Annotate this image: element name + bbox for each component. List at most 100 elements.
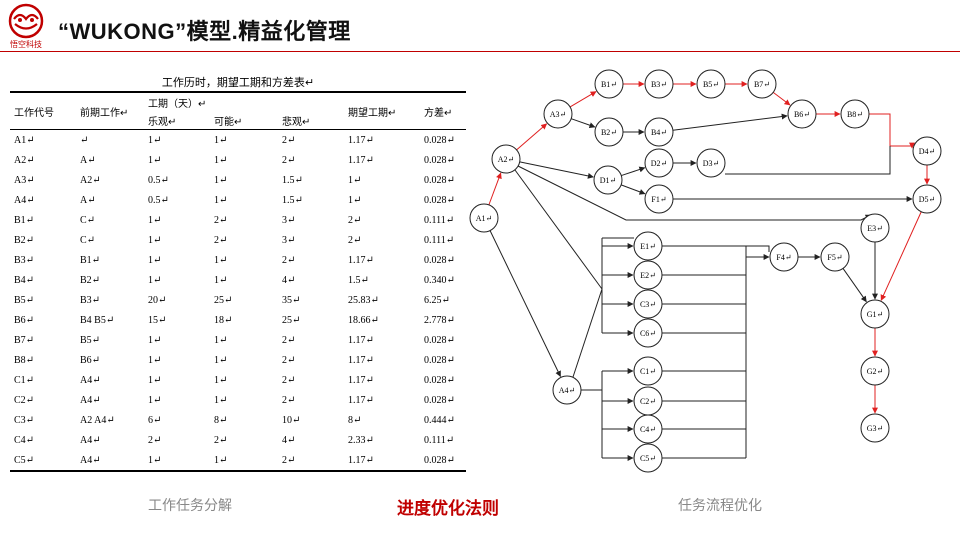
table-cell: 0.028↵ (424, 394, 455, 406)
node-label: B2↵ (601, 128, 617, 137)
node-f5: F5↵ (820, 242, 850, 272)
table-cell: 1↵ (214, 254, 228, 266)
table-cell: B5↵ (80, 334, 101, 346)
node-circle (552, 375, 582, 405)
table-cell: 1↵ (148, 154, 162, 166)
table-cell: 2↵ (282, 354, 296, 366)
table-cell: 20↵ (148, 294, 167, 306)
page-title: “WUKONG”模型.精益化管理 (58, 19, 351, 44)
edge-a1-a2 (488, 172, 502, 206)
table-cell: 1↵ (214, 334, 228, 346)
node-e3: E3↵ (860, 213, 890, 243)
node-circle (633, 443, 663, 473)
table-row: A2↵A↵1↵1↵2↵1.17↵0.028↵ (10, 150, 466, 170)
node-d2: D2↵ (644, 148, 674, 178)
table-cell: 2↵ (282, 254, 296, 266)
table-cell: B8↵ (14, 354, 35, 366)
node-label: B3↵ (651, 80, 667, 89)
logo-text: 悟空科技 (10, 39, 42, 49)
node-label: C6↵ (640, 329, 656, 338)
table-cell: 0.028↵ (424, 254, 455, 266)
merge-top (746, 245, 770, 252)
header-optimistic: 乐观↵ (148, 116, 177, 128)
node-circle (820, 242, 850, 272)
table-row: B1↵C↵1↵2↵3↵2↵0.111↵ (10, 210, 466, 230)
edge-a2-d1 (519, 161, 594, 179)
table-caption: 工作历时，期望工期和方差表↵ (161, 76, 315, 89)
table-cell: B2↵ (80, 274, 101, 286)
table-cell: 2↵ (282, 394, 296, 406)
table-cell: B3↵ (80, 294, 101, 306)
caption-task-breakdown: 工作任务分解 (148, 498, 232, 514)
diagram-nodes: A1↵A2↵A3↵A4↵B1↵B2↵B3↵B4↵B5↵B6↵B7↵B8↵D1↵D… (469, 69, 942, 473)
table-cell: 2↵ (282, 374, 296, 386)
node-circle (860, 213, 890, 243)
table-cell: C3↵ (14, 414, 35, 426)
header-pessimistic: 悲观↵ (282, 116, 311, 128)
node-b7: B7↵ (747, 69, 777, 99)
table-cell: B3↵ (14, 254, 35, 266)
node-a3: A3↵ (543, 99, 573, 129)
table-cell: 1↵ (214, 374, 228, 386)
node-circle (594, 69, 624, 99)
table-cell: 1↵ (148, 454, 162, 466)
table-row: C5↵A4↵1↵1↵2↵1.17↵0.028↵ (10, 450, 466, 471)
node-label: D2↵ (651, 159, 667, 168)
table-cell: 8↵ (214, 414, 228, 426)
node-d5: D5↵ (912, 184, 942, 214)
node-label: A1↵ (476, 214, 492, 223)
node-label: E3↵ (867, 224, 883, 233)
header-pre: 前期工作↵ (80, 107, 129, 119)
node-label: C4↵ (640, 425, 656, 434)
table-cell: 1↵ (214, 454, 228, 466)
table-cell: 1↵ (214, 274, 228, 286)
node-label: D5↵ (919, 195, 935, 204)
header-code: 工作代号 (14, 107, 54, 119)
node-d3: D3↵ (696, 148, 726, 178)
table-cell: B4 B5↵ (80, 314, 115, 326)
edge-a3-b2 (571, 118, 596, 129)
node-a4: A4↵ (552, 375, 582, 405)
table-cell: 1.17↵ (348, 334, 374, 346)
table-row: A1↵↵1↵1↵2↵1.17↵0.028↵ (10, 130, 466, 151)
edge-b7-b6 (772, 91, 791, 106)
table-cell: 2↵ (282, 454, 296, 466)
table-cell: 1↵ (148, 274, 162, 286)
table-cell: A4↵ (80, 394, 101, 406)
node-label: B8↵ (847, 110, 863, 119)
table-cell: 0.028↵ (424, 174, 455, 186)
table-cell: 1↵ (148, 354, 162, 366)
node-b1: B1↵ (594, 69, 624, 99)
table-cell: 18↵ (214, 314, 233, 326)
table-row: C3↵A2 A4↵6↵8↵10↵8↵0.444↵ (10, 410, 466, 430)
node-f1: F1↵ (644, 184, 674, 214)
node-circle (593, 165, 623, 195)
table-row: B7↵B5↵1↵1↵2↵1.17↵0.028↵ (10, 330, 466, 350)
node-label: C2↵ (640, 397, 656, 406)
table-cell: B6↵ (14, 314, 35, 326)
table-cell: 1.17↵ (348, 254, 374, 266)
table-cell: 1.17↵ (348, 374, 374, 386)
node-label: G1↵ (867, 310, 883, 319)
node-g1: G1↵ (860, 299, 890, 329)
table-cell: B5↵ (14, 294, 35, 306)
table-cell: 1↵ (348, 194, 362, 206)
node-c6: C6↵ (633, 318, 663, 348)
table-cell: 0.028↵ (424, 354, 455, 366)
table-cell: 2.33↵ (348, 434, 374, 446)
node-label: G2↵ (867, 367, 883, 376)
table-cell: 4↵ (282, 434, 296, 446)
node-label: E1↵ (640, 242, 656, 251)
table-cell: 1↵ (148, 234, 162, 246)
table-cell: 0.028↵ (424, 374, 455, 386)
table-header-row: 工作代号 前期工作↵ 工期（天）↵ 期望工期↵ 方差↵ (10, 92, 466, 119)
edge-a3-b1 (569, 91, 597, 108)
node-circle (543, 99, 573, 129)
edge-d5-g1 (880, 211, 922, 301)
edge-a4-upper (572, 288, 603, 378)
table-cell: ↵ (80, 134, 89, 146)
header-expected: 期望工期↵ (348, 107, 397, 119)
table-cell: 1↵ (148, 134, 162, 146)
table-cell: 2↵ (282, 154, 296, 166)
table-cell: B2↵ (14, 234, 35, 246)
